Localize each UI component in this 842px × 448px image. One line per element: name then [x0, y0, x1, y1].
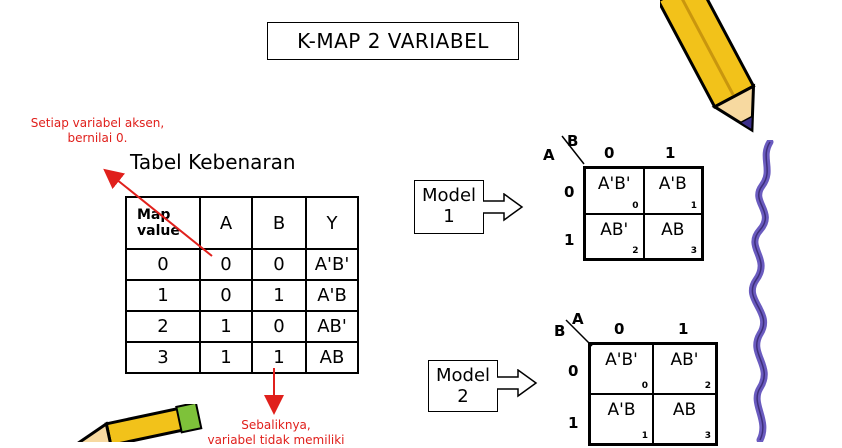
kmap-cell: AB'2: [585, 213, 644, 259]
kmap2-col-header-0: 0: [614, 320, 625, 338]
kmap2-col-header-1: 1: [678, 320, 689, 338]
kmap-cell-term: AB': [600, 219, 629, 240]
kmap-cell-index: 0: [632, 200, 639, 211]
kmap2-grid: A'B' 0 AB' 2 A'B 1 AB 3: [588, 342, 718, 446]
pencil-icon: [660, 0, 756, 133]
kmap-model2: B A 0 1 0 1 A'B' 0 AB' 2 A'B 1 AB 3: [552, 306, 727, 446]
page-title: K-MAP 2 VARIABEL: [267, 22, 519, 60]
squiggle-line: [748, 140, 774, 442]
kmap-cell: AB' 2: [653, 344, 716, 394]
kmap-cell-index: 3: [690, 246, 697, 256]
model1-label-line1: Model: [421, 185, 477, 206]
model2-arrow-icon: [497, 369, 538, 398]
kmap2-row-var: B: [554, 322, 566, 340]
header-y: Y: [305, 196, 359, 250]
kmap1-col-var: B: [567, 132, 579, 150]
cell-map-value: 1: [125, 279, 201, 312]
kmap-cell: A'B 1: [590, 394, 653, 444]
arrow-top: [103, 168, 213, 257]
kmap-cell-index: 3: [704, 431, 711, 441]
annotation-bottom-line1: Sebaliknya,: [241, 418, 311, 432]
kmap-cell: A'B' 0: [590, 344, 653, 394]
kmap1-row-header-1: 1: [564, 231, 575, 249]
kmap-cell-index: 0: [641, 381, 648, 391]
kmap2-row-header-0: 0: [568, 362, 579, 380]
model1-arrow-icon: [483, 193, 524, 222]
cell-a: 0: [199, 279, 253, 312]
kmap1-row-var: A: [543, 146, 555, 164]
kmap-cell: A'B'0: [585, 168, 644, 214]
annotation-top-line1: Setiap variabel aksen,: [30, 116, 165, 130]
truth-table-header-row: Map value A B Y: [125, 196, 359, 250]
kmap-cell-term: AB: [661, 219, 685, 240]
kmap-cell-term: AB: [672, 400, 697, 420]
header-b: B: [251, 196, 307, 250]
annotation-top: Setiap variabel aksen, bernilai 0.: [15, 116, 180, 146]
kmap-cell: AB 3: [643, 213, 702, 259]
kmap2-diagonal: [565, 319, 593, 347]
model1-label-line2: 1: [443, 206, 455, 227]
table-row: 0 0 0 A'B': [125, 248, 359, 281]
cell-y: A'B': [305, 248, 359, 281]
model1-label-box: Model 1: [414, 180, 484, 234]
kmap-cell-index: 2: [632, 246, 639, 256]
cell-a: 1: [199, 310, 253, 343]
cell-b: 0: [251, 248, 307, 281]
kmap1-col-header-0: 0: [604, 144, 615, 162]
cell-y: AB': [305, 310, 359, 343]
table-row: 3 1 1 AB: [125, 341, 359, 374]
kmap2-col-var: A: [572, 310, 584, 328]
small-pencil-icon: [71, 404, 203, 442]
kmap1-diagonal: [561, 135, 585, 165]
kmap-cell-term: AB': [670, 350, 699, 370]
truth-table: Map value A B Y 0 0 0 A'B' 1 0 1 A'B 2 1…: [125, 196, 359, 374]
model2-label-line1: Model: [435, 365, 491, 386]
kmap2-row-header-1: 1: [568, 414, 579, 432]
table-row: 2 1 0 AB': [125, 310, 359, 343]
kmap1-row-header-0: 0: [564, 183, 575, 201]
kmap-cell-index: 2: [704, 381, 711, 391]
truth-table-label: Tabel Kebenaran: [130, 150, 296, 174]
kmap-cell-index: 1: [690, 200, 697, 211]
kmap-cell-term: A'B': [597, 174, 631, 194]
kmap-cell-term: A'B: [607, 400, 636, 420]
table-row: 1 0 1 A'B: [125, 279, 359, 312]
cell-b: 0: [251, 310, 307, 343]
cell-map-value: 2: [125, 310, 201, 343]
cell-b: 1: [251, 279, 307, 312]
cell-map-value: 0: [125, 248, 201, 281]
kmap-cell-term: A'B': [605, 350, 638, 370]
kmap1-col-header-1: 1: [665, 144, 676, 162]
cell-b: 1: [251, 341, 307, 374]
header-a: A: [199, 196, 253, 250]
model2-label-line2: 2: [457, 386, 469, 407]
model2-label-box: Model 2: [428, 360, 498, 412]
kmap-cell: AB 3: [653, 394, 716, 444]
kmap-cell-index: 1: [641, 431, 648, 441]
cell-map-value: 3: [125, 341, 201, 374]
annotation-top-line2: bernilai 0.: [67, 131, 128, 145]
cell-y: AB: [305, 341, 359, 374]
header-map-value: Map value: [125, 196, 201, 250]
kmap-cell-term: A'B: [658, 174, 687, 194]
cell-a: 1: [199, 341, 253, 374]
cell-y: A'B: [305, 279, 359, 312]
